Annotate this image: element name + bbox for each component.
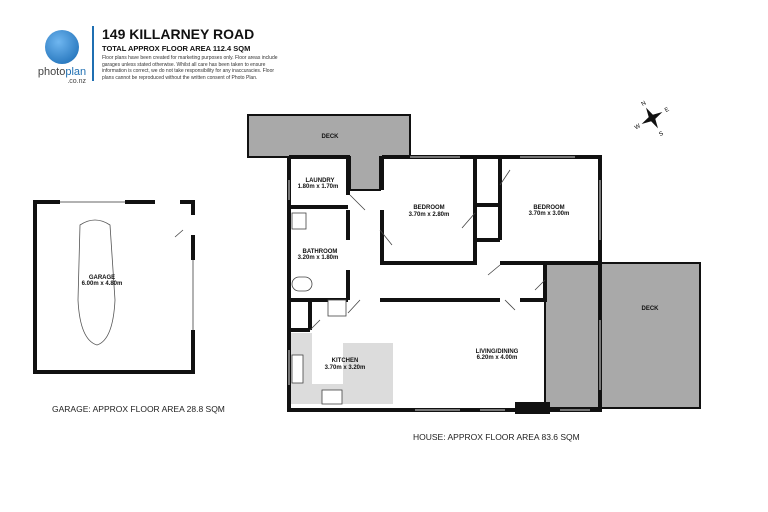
kitchen-bench	[291, 333, 393, 404]
garage-walls	[33, 200, 195, 374]
kitchen-dims: 3.70m x 3.20m	[325, 365, 366, 371]
living-label: LIVING/DINING	[476, 349, 519, 355]
logo-tld: .co.nz	[67, 78, 86, 85]
disclaimer: Floor plans have been created for market…	[102, 55, 278, 81]
garage-area: GARAGE: APPROX FLOOR AREA 28.8 SQM	[52, 404, 225, 414]
sink-icon	[291, 354, 304, 384]
page-title: 149 KILLARNEY ROAD	[102, 26, 255, 42]
deck-top-label: DECK	[321, 134, 339, 140]
doors	[174, 169, 546, 331]
toilet-icon	[291, 276, 313, 292]
total-area: TOTAL APPROX FLOOR AREA 112.4 SQM	[102, 44, 251, 53]
house-area: HOUSE: APPROX FLOOR AREA 83.6 SQM	[413, 432, 580, 442]
laundry-dims: 1.80m x 1.70m	[298, 184, 339, 190]
svg-text:S: S	[658, 131, 664, 138]
header: 149 KILLARNEY ROAD TOTAL APPROX FLOOR AR…	[92, 26, 282, 81]
stove-icon	[321, 389, 343, 405]
svg-text:N: N	[641, 100, 648, 107]
fixtures	[291, 212, 347, 405]
walls	[287, 155, 602, 412]
windows	[288, 156, 601, 411]
fireplace	[515, 402, 550, 414]
bedroom1-label: BEDROOM	[413, 205, 444, 211]
living-dims: 6.20m x 4.00m	[477, 355, 518, 361]
garage-label: GARAGE	[89, 275, 115, 281]
fridge-icon	[327, 299, 347, 317]
bedroom2-label: BEDROOM	[533, 205, 564, 211]
basin-icon	[291, 212, 307, 230]
svg-text:W: W	[634, 123, 642, 131]
deck-right-label: DECK	[641, 306, 659, 312]
laundry-label: LAUNDRY	[305, 178, 334, 184]
bedroom1-dims: 3.70m x 2.80m	[409, 212, 450, 218]
compass-rose-icon: N E S W	[634, 100, 671, 138]
bathroom-label: BATHROOM	[303, 249, 338, 255]
logo-brand: photoplan	[37, 66, 87, 78]
svg-text:E: E	[664, 107, 670, 114]
bedroom2-dims: 3.70m x 3.00m	[529, 211, 570, 217]
kitchen-label: KITCHEN	[332, 358, 359, 364]
bathroom-dims: 3.20m x 1.80m	[298, 255, 339, 261]
deck-right	[544, 262, 701, 409]
garage-dims: 6.00m x 4.80m	[82, 281, 123, 287]
photoplan-logo: photoplan .co.nz	[32, 30, 92, 85]
car-icon	[77, 219, 116, 346]
house-logo-icon	[45, 30, 79, 64]
